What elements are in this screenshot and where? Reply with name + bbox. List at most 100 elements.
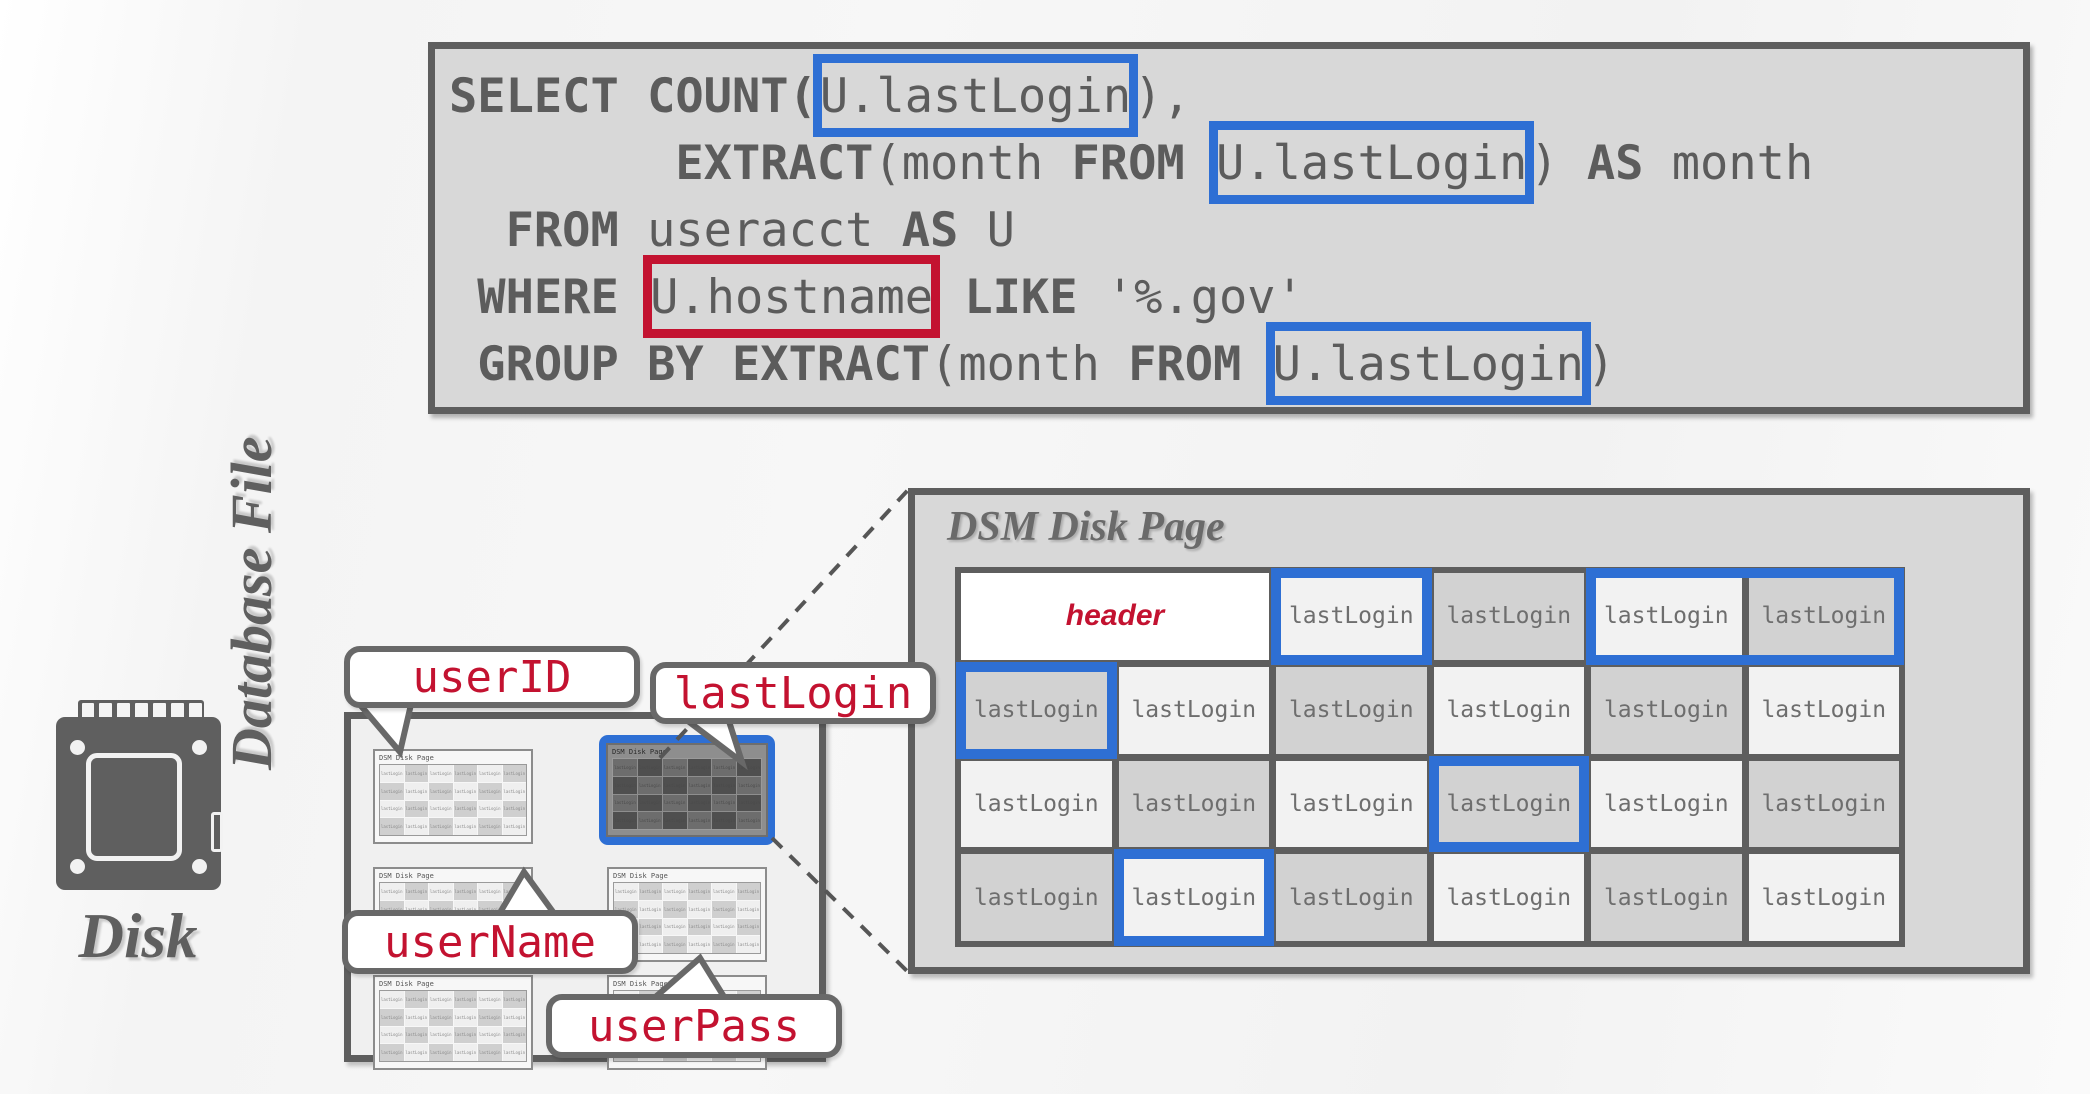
sql-highlight-lastlogin-2: U.lastLogin — [1209, 121, 1535, 204]
mini-cell: lastLogin — [712, 883, 736, 900]
dsm-header-cell: header — [961, 573, 1269, 660]
mini-cell: lastLogin — [453, 818, 477, 835]
mini-cell: lastLogin — [687, 918, 711, 936]
mini-cell: lastLogin — [404, 1026, 428, 1044]
mini-cell: lastLogin — [687, 812, 712, 829]
mini-cell: lastLogin — [502, 883, 526, 900]
mini-cell: lastLogin — [736, 900, 760, 918]
sql-token-from-1: FROM — [1071, 136, 1214, 191]
mini-cell: lastLogin — [613, 794, 637, 812]
sql-token-extract-1: EXTRACT — [675, 136, 874, 191]
disk-group: Disk — [38, 700, 238, 973]
mini-cell: lastLogin — [478, 1008, 502, 1026]
dsm-cell: lastLogin — [1118, 854, 1269, 941]
dsm-cell: lastLogin — [961, 666, 1112, 754]
mini-cell: lastLogin — [737, 759, 761, 776]
mini-cell: lastLogin — [453, 1008, 477, 1026]
sql-token-month-1: (month — [873, 136, 1072, 191]
dsm-cell: lastLogin — [961, 854, 1112, 941]
mini-cell: lastLogin — [429, 1026, 453, 1044]
dsm-cell: lastLogin — [1591, 854, 1742, 941]
mini-cell: lastLogin — [380, 765, 404, 782]
dsm-cell: lastLogin — [1748, 666, 1899, 754]
dsm-cell: lastLogin — [1118, 760, 1269, 848]
dsm-cell: lastLogin — [1118, 666, 1269, 754]
mini-cell: lastLogin — [502, 782, 526, 800]
sql-query-box: SELECT COUNT(U.lastLogin), EXTRACT(month… — [428, 42, 2030, 414]
sql-token-pattern: '%.gov' — [1077, 270, 1304, 325]
dsm-cell: lastLogin — [1433, 760, 1584, 848]
dsm-cell: lastLogin — [1591, 573, 1742, 660]
mini-cell: lastLogin — [404, 818, 428, 835]
mini-cell: lastLogin — [737, 812, 761, 829]
mini-cell: lastLogin — [662, 812, 687, 829]
mini-cell: lastLogin — [637, 759, 662, 776]
mini-cell: lastLogin — [502, 800, 526, 818]
mini-cell: lastLogin — [712, 936, 736, 953]
mini-cell: lastLogin — [404, 1008, 428, 1026]
callout-username-label: userName — [384, 916, 596, 968]
mini-cell: lastLogin — [502, 1026, 526, 1044]
sql-highlight-lastlogin-3: U.lastLogin — [1265, 322, 1592, 405]
mini-cell: lastLogin — [429, 991, 453, 1008]
mini-cell: lastLogin — [613, 812, 637, 829]
callout-lastlogin-label: lastLogin — [673, 667, 913, 719]
ssd-screw-bottom-right — [191, 859, 207, 874]
mini-cell: lastLogin — [404, 1044, 428, 1061]
mini-cell: lastLogin — [404, 765, 428, 782]
mini-cell: lastLogin — [453, 782, 477, 800]
mini-cell: lastLogin — [404, 991, 428, 1008]
dsm-cell: lastLogin — [1591, 666, 1742, 754]
mini-cell: lastLogin — [662, 759, 687, 776]
mini-cell: lastLogin — [662, 776, 687, 794]
dsm-cell: lastLogin — [1748, 760, 1899, 848]
mini-cell: lastLogin — [429, 818, 453, 835]
mini-cell: lastLogin — [638, 883, 662, 900]
mini-cell: lastLogin — [638, 936, 662, 953]
mini-cell: lastLogin — [638, 918, 662, 936]
sql-token-month-alias: month — [1643, 136, 1814, 191]
dsm-cell: lastLogin — [961, 760, 1112, 848]
mini-cell: lastLogin — [404, 883, 428, 900]
mini-cell: lastLogin — [478, 765, 502, 782]
mini-cell: lastLogin — [712, 812, 737, 829]
mini-cell: lastLogin — [502, 1044, 526, 1061]
mini-page-title: DSM Disk Page — [612, 748, 667, 756]
dsm-panel-title: DSM Disk Page — [947, 504, 1225, 550]
callout-userid[interactable]: userID — [344, 646, 640, 708]
callout-username[interactable]: userName — [342, 910, 638, 974]
callout-lastlogin[interactable]: lastLogin — [650, 662, 936, 724]
dsm-cell: lastLogin — [1433, 573, 1584, 660]
mini-cell: lastLogin — [380, 818, 404, 835]
dsm-cell: lastLogin — [1748, 854, 1899, 941]
mini-cell: lastLogin — [637, 794, 662, 812]
mini-cell: lastLogin — [478, 991, 502, 1008]
mini-cell: lastLogin — [712, 900, 736, 918]
sql-token-groupby: GROUP BY EXTRACT — [477, 337, 931, 392]
mini-cell: lastLogin — [663, 918, 687, 936]
sql-highlight-lastlogin-1: U.lastLogin — [812, 54, 1139, 137]
sql-token-from-3: FROM — [1128, 337, 1270, 392]
mini-cell: lastLogin — [380, 800, 404, 818]
callout-userpass[interactable]: userPass — [546, 994, 842, 1058]
mini-cell: lastLogin — [613, 759, 637, 776]
mini-cell: lastLogin — [638, 900, 662, 918]
mini-cell: lastLogin — [614, 883, 638, 900]
mini-page-title: DSM Disk Page — [379, 754, 434, 762]
callout-userid-label: userID — [412, 651, 572, 703]
dsm-cell: lastLogin — [1276, 760, 1427, 848]
sql-token-month-2: (month — [930, 337, 1129, 392]
mini-cell: lastLogin — [502, 818, 526, 835]
mini-page-title: DSM Disk Page — [613, 872, 668, 880]
mini-cell: lastLogin — [453, 883, 477, 900]
